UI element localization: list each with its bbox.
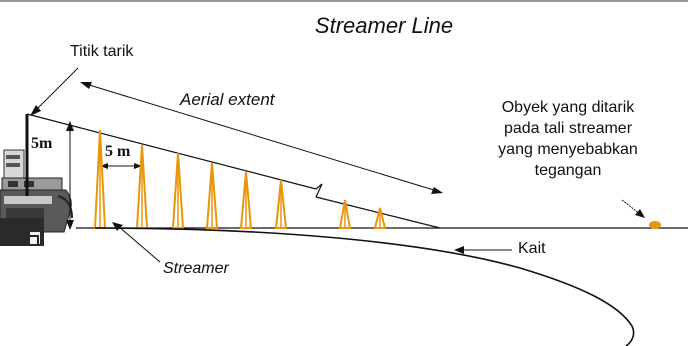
obyek-label: Obyek yang ditarik pada tali streamer ya… xyxy=(468,97,668,181)
streamer-arrowhead xyxy=(112,222,123,231)
obyek-label-line: pada tali streamer xyxy=(503,120,633,137)
kait-label: Kait xyxy=(518,240,546,257)
streamer-poles xyxy=(93,129,387,229)
height-label: 5m xyxy=(31,135,53,152)
titik-tarik-pointer xyxy=(35,67,79,111)
aerial-line-upper xyxy=(26,113,317,190)
height-arrowhead-bottom xyxy=(66,220,74,230)
titik-tarik-arrowhead xyxy=(30,105,41,116)
aerial-extent-arrowhead-left xyxy=(80,82,92,89)
obyek-label-line: yang menyebabkan xyxy=(498,141,638,158)
fishing-line xyxy=(94,227,635,346)
spacing-arrowhead-left xyxy=(100,163,108,169)
fishing-vessel-icon xyxy=(0,149,73,246)
streamer-label: Streamer xyxy=(163,260,229,277)
height-arrowhead-top xyxy=(66,121,74,131)
obyek-pointer xyxy=(621,199,641,215)
aerial-extent-arrow xyxy=(85,83,438,192)
obyek-label-line: tegangan xyxy=(534,162,602,179)
obyek-arrowhead xyxy=(635,209,645,218)
diagram-title: Streamer Line xyxy=(314,13,454,38)
aerial-extent-label: Aerial extent xyxy=(180,90,275,109)
obyek-label-line: Obyek yang ditarik xyxy=(501,99,635,116)
aerial-line-break xyxy=(315,183,323,198)
streamer-pointer xyxy=(117,225,161,263)
towed-object-icon xyxy=(649,221,661,229)
spacing-arrowhead-right xyxy=(134,163,142,169)
spacing-label: 5 m xyxy=(105,143,131,160)
aerial-extent-arrowhead-right xyxy=(431,187,443,194)
titik-tarik-label: Titik tarik xyxy=(70,43,134,60)
kait-arrowhead xyxy=(454,246,464,254)
